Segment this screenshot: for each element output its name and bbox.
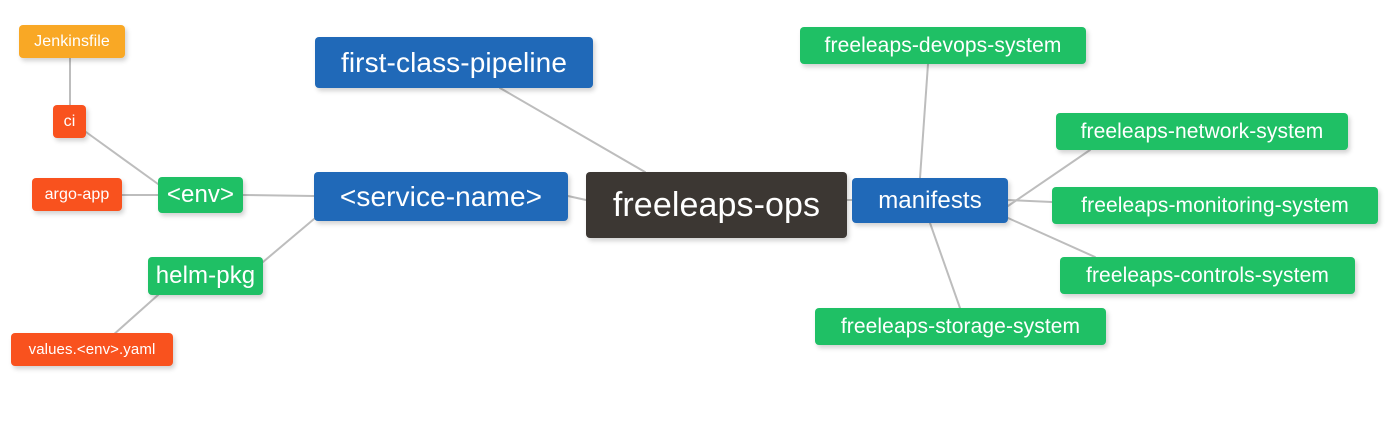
node-label-freeleaps-storage-system: freeleaps-storage-system <box>840 315 1081 338</box>
node-label-jenkinsfile: Jenkinsfile <box>34 32 110 50</box>
node-freeleaps-network-system[interactable]: freeleaps-network-system <box>1056 113 1348 150</box>
node-helm-pkg[interactable]: helm-pkg <box>148 257 263 295</box>
node-label-helm-pkg: helm-pkg <box>155 262 256 289</box>
node-freeleaps-storage-system[interactable]: freeleaps-storage-system <box>815 308 1106 345</box>
node-label-service-name: <service-name> <box>339 180 543 212</box>
edge-ci-to-env <box>85 131 159 185</box>
node-values-env-yaml[interactable]: values.<env>.yaml <box>11 333 173 366</box>
edge-helm-pkg-to-values-env-yaml <box>111 294 159 337</box>
edge-service-name-to-freeleaps-ops <box>567 195 587 201</box>
node-manifests[interactable]: manifests <box>852 178 1008 223</box>
node-label-freeleaps-devops-system: freeleaps-devops-system <box>824 34 1062 57</box>
node-ci[interactable]: ci <box>53 105 86 138</box>
edge-service-name-to-helm-pkg <box>262 218 315 263</box>
edge-manifests-to-freeleaps-storage-system <box>929 222 961 309</box>
node-label-freeleaps-controls-system: freeleaps-controls-system <box>1086 264 1329 287</box>
node-label-freeleaps-network-system: freeleaps-network-system <box>1080 120 1324 143</box>
node-label-argo-app: argo-app <box>44 185 110 203</box>
node-freeleaps-ops[interactable]: freeleaps-ops <box>586 172 847 238</box>
node-jenkinsfile[interactable]: Jenkinsfile <box>19 25 125 58</box>
edge-manifests-to-freeleaps-monitoring-system <box>1007 199 1053 203</box>
node-label-env: <env> <box>166 181 235 208</box>
node-env[interactable]: <env> <box>158 177 243 213</box>
edge-first-class-pipeline-to-freeleaps-ops <box>499 87 646 173</box>
node-label-freeleaps-ops: freeleaps-ops <box>612 186 821 224</box>
node-label-first-class-pipeline: first-class-pipeline <box>340 46 568 78</box>
node-freeleaps-controls-system[interactable]: freeleaps-controls-system <box>1060 257 1355 294</box>
node-freeleaps-devops-system[interactable]: freeleaps-devops-system <box>800 27 1086 64</box>
node-label-manifests: manifests <box>878 186 982 214</box>
node-freeleaps-monitoring-system[interactable]: freeleaps-monitoring-system <box>1052 187 1378 224</box>
node-label-values-env-yaml: values.<env>.yaml <box>28 341 156 358</box>
node-service-name[interactable]: <service-name> <box>314 172 568 221</box>
node-first-class-pipeline[interactable]: first-class-pipeline <box>315 37 593 88</box>
node-label-ci: ci <box>63 112 76 130</box>
node-argo-app[interactable]: argo-app <box>32 178 122 211</box>
edge-env-to-service-name <box>242 194 315 197</box>
node-label-freeleaps-monitoring-system: freeleaps-monitoring-system <box>1081 194 1349 217</box>
edge-manifests-to-freeleaps-devops-system <box>919 63 929 179</box>
